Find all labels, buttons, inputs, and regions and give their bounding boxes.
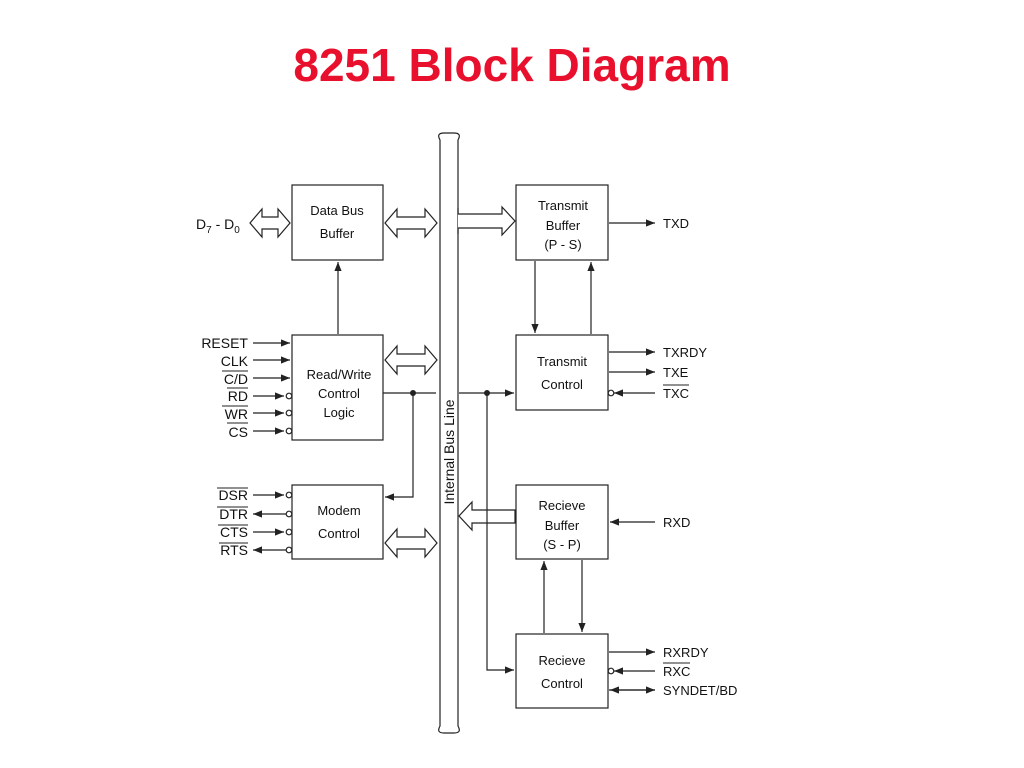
rw-to-modem-line — [385, 393, 414, 501]
bus-to-tx-buffer-arrow — [457, 205, 516, 237]
block-label: Control — [318, 386, 360, 401]
bus-to-rx-control-line — [486, 393, 514, 674]
block-label: Control — [541, 676, 583, 691]
signal-clk: CLK — [221, 353, 249, 369]
block-label: (P - S) — [544, 237, 581, 252]
block-label: Buffer — [320, 226, 355, 241]
cs-bubble — [285, 427, 293, 435]
block-label: Buffer — [545, 518, 580, 533]
signal-cs: CS — [229, 424, 248, 440]
block-label: Control — [541, 377, 583, 392]
modem-control-block — [291, 484, 384, 560]
signal-wr: WR — [225, 406, 248, 422]
data-bus-arrow — [249, 207, 291, 239]
rts-bubble — [285, 546, 293, 554]
data-bus-buffer-block — [291, 184, 384, 261]
block-label: Data Bus — [310, 203, 364, 218]
dbb-bus-arrow — [384, 207, 438, 239]
signal-rxd: RXD — [663, 515, 690, 530]
signal-dsr: DSR — [218, 487, 248, 503]
rxc-bubble — [607, 667, 615, 675]
dtr-bubble — [285, 510, 293, 518]
block-label: Recieve — [539, 498, 586, 513]
signal-txd: TXD — [663, 216, 689, 231]
signal-rxrdy: RXRDY — [663, 645, 709, 660]
modem-bus-arrow — [384, 527, 438, 559]
block-label: Transmit — [537, 354, 587, 369]
dsr-bubble — [285, 491, 293, 499]
signal-reset: RESET — [201, 335, 248, 351]
signal-rd: RD — [228, 388, 248, 404]
rd-bubble — [285, 392, 293, 400]
block-label: Buffer — [546, 218, 581, 233]
wr-bubble — [285, 409, 293, 417]
signal-syndet: SYNDET/BD — [663, 683, 737, 698]
junction-dot — [410, 390, 416, 396]
block-label: Logic — [323, 405, 355, 420]
junction-dot — [484, 390, 490, 396]
transmit-buffer-block — [515, 184, 609, 261]
page-title: 8251 Block Diagram — [293, 39, 731, 91]
rw-bus-arrow — [384, 344, 438, 376]
block-label: (S - P) — [543, 537, 581, 552]
transmit-control-block — [515, 334, 609, 411]
signal-rts: RTS — [220, 542, 248, 558]
receive-control-block — [515, 633, 609, 709]
block-label: Transmit — [538, 198, 588, 213]
data-bus-label: D7 - D0 — [196, 216, 240, 236]
block-label: Control — [318, 526, 360, 541]
signal-txc: TXC — [663, 386, 689, 401]
txc-bubble — [607, 389, 615, 397]
receive-buffer-block — [515, 484, 609, 560]
signal-rxc: RXC — [663, 664, 690, 679]
signal-cts: CTS — [220, 524, 248, 540]
internal-bus-line — [438, 132, 460, 734]
signal-cd: C/D — [224, 371, 248, 387]
read-write-control-block — [291, 334, 384, 441]
block-label: Recieve — [539, 653, 586, 668]
bus-label: Internal Bus Line — [441, 399, 457, 504]
block-label: Modem — [317, 503, 360, 518]
signal-txrdy: TXRDY — [663, 345, 707, 360]
cts-bubble — [285, 528, 293, 536]
block-label: Read/Write — [307, 367, 372, 382]
signal-txe: TXE — [663, 365, 689, 380]
signal-dtr: DTR — [219, 506, 248, 522]
